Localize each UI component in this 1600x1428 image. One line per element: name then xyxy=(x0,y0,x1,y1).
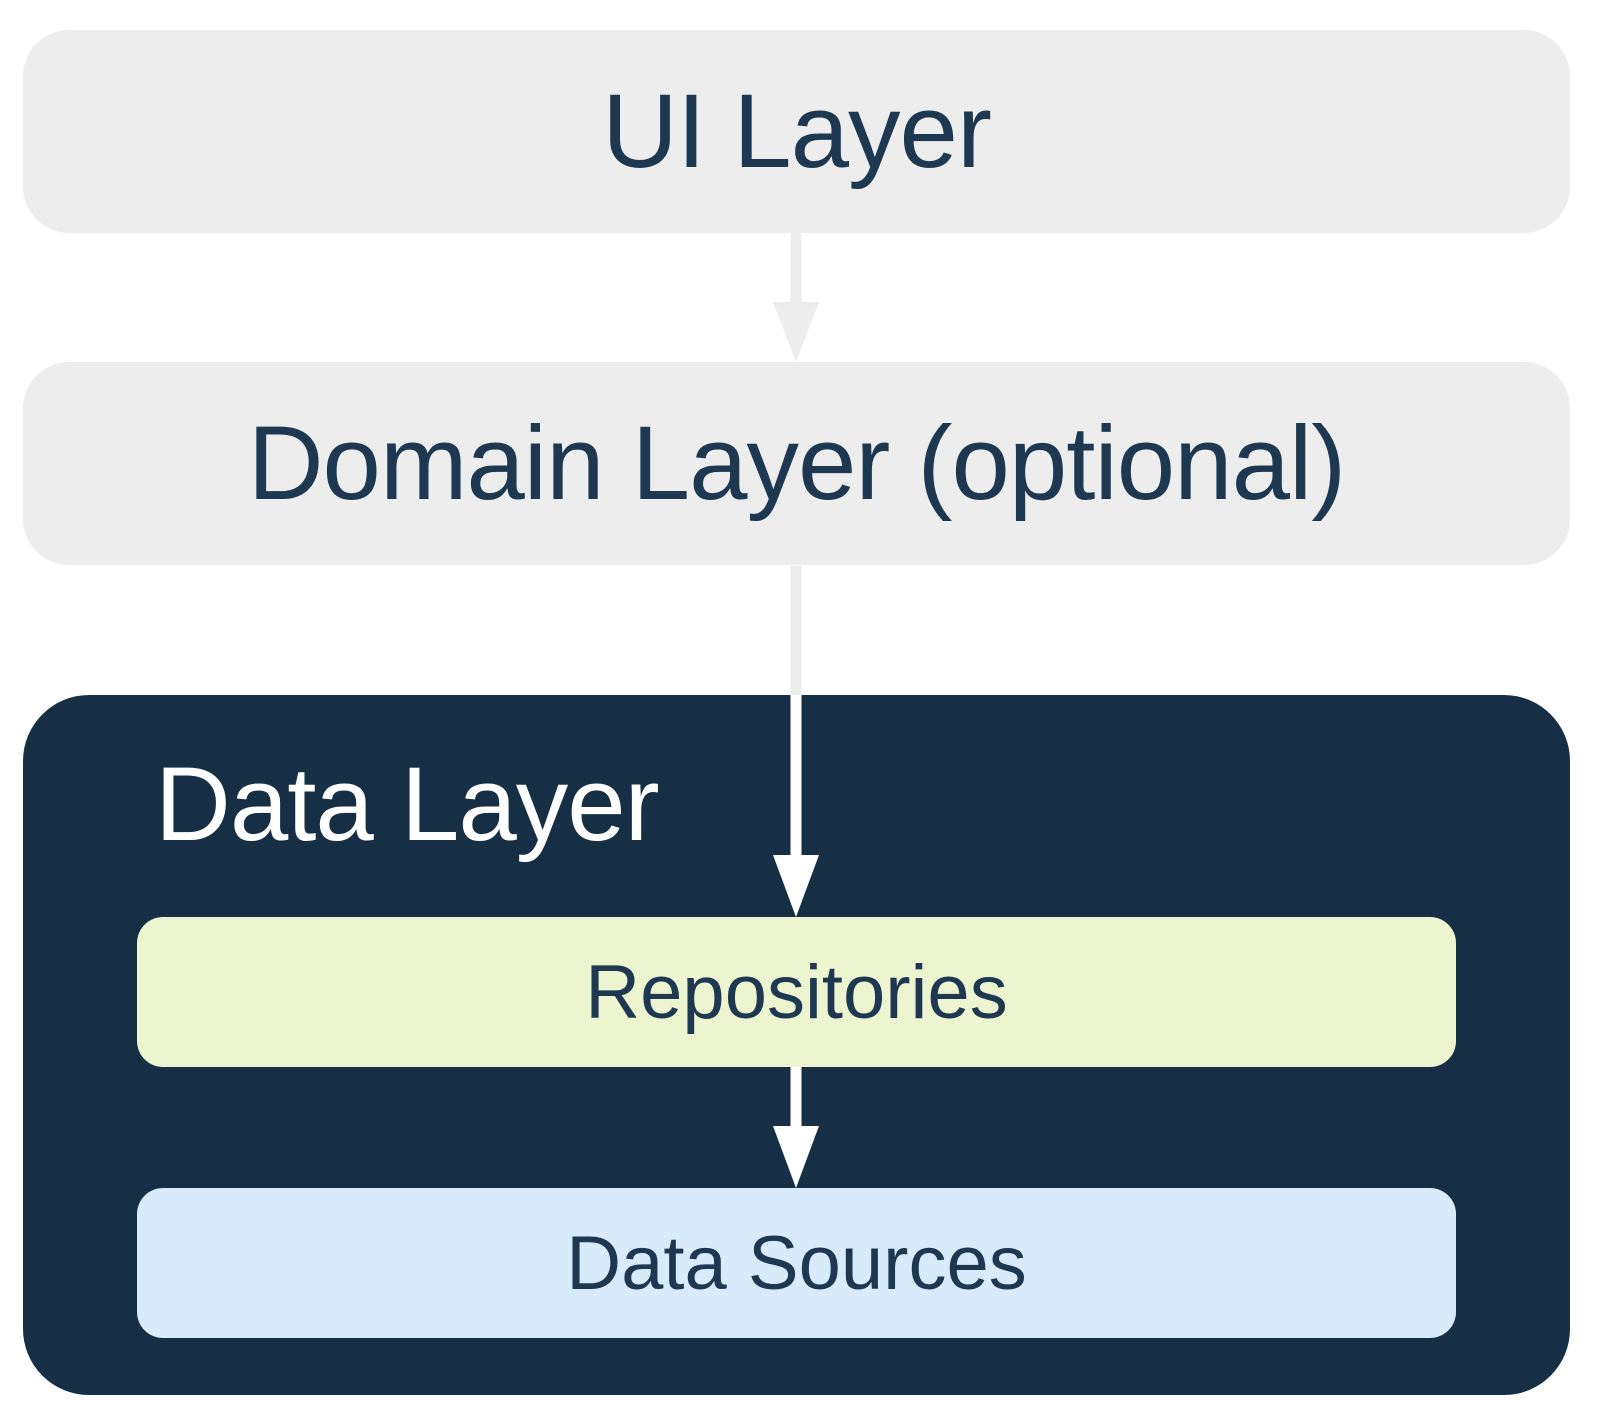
data-layer-label: Data Layer xyxy=(155,746,660,863)
repositories-box: Repositories xyxy=(137,917,1456,1067)
repositories-to-data-sources-arrow-icon xyxy=(773,1067,819,1188)
ui-layer-label: UI Layer xyxy=(602,72,992,190)
ui-layer-box: UI Layer xyxy=(23,30,1570,233)
domain-layer-label: Domain Layer (optional) xyxy=(247,404,1347,522)
domain-layer-box: Domain Layer (optional) xyxy=(23,362,1570,565)
data-sources-box: Data Sources xyxy=(137,1188,1456,1338)
ui-to-domain-arrow-icon xyxy=(773,233,819,362)
domain-to-repositories-arrow-icon xyxy=(773,566,819,917)
data-sources-label: Data Sources xyxy=(566,1220,1027,1306)
repositories-label: Repositories xyxy=(585,949,1008,1035)
